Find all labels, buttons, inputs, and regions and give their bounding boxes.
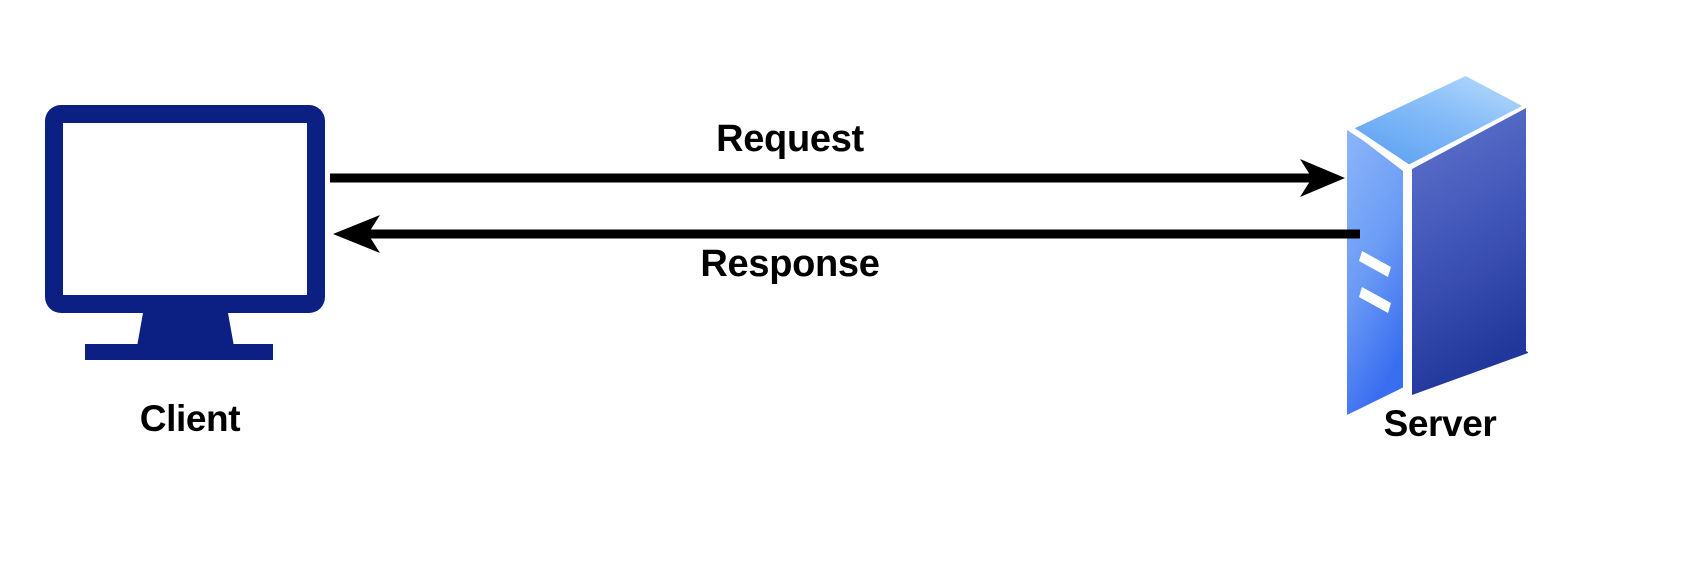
server-label: Server	[1383, 403, 1497, 444]
server-edge-vertical	[1403, 165, 1411, 399]
server-node	[1290, 55, 1590, 415]
server-edge-top-right	[1460, 67, 1533, 108]
client-label: Client	[139, 398, 241, 439]
monitor-base	[85, 344, 273, 360]
server-front-face	[1347, 130, 1404, 415]
server-vent-slash-1	[1359, 251, 1391, 277]
server-edge-top-left	[1343, 67, 1472, 131]
monitor-screen	[63, 123, 307, 295]
server-edge-front-diag	[1343, 125, 1410, 171]
server-edge-right	[1526, 103, 1533, 355]
server-vent-slash-2	[1359, 287, 1391, 313]
request-arrow-head	[1300, 159, 1345, 197]
response-arrow-head	[333, 215, 380, 253]
server-top-face	[1347, 70, 1528, 165]
server-side-face	[1412, 107, 1528, 395]
request-arrow	[330, 159, 1345, 197]
request-label: Request	[716, 118, 864, 160]
desktop-monitor-icon	[45, 105, 325, 360]
monitor-stand-curve	[135, 313, 236, 353]
response-arrow	[333, 215, 1360, 253]
server-tower-icon	[1343, 67, 1533, 415]
client-node	[0, 90, 380, 380]
response-label: Response	[700, 243, 880, 285]
